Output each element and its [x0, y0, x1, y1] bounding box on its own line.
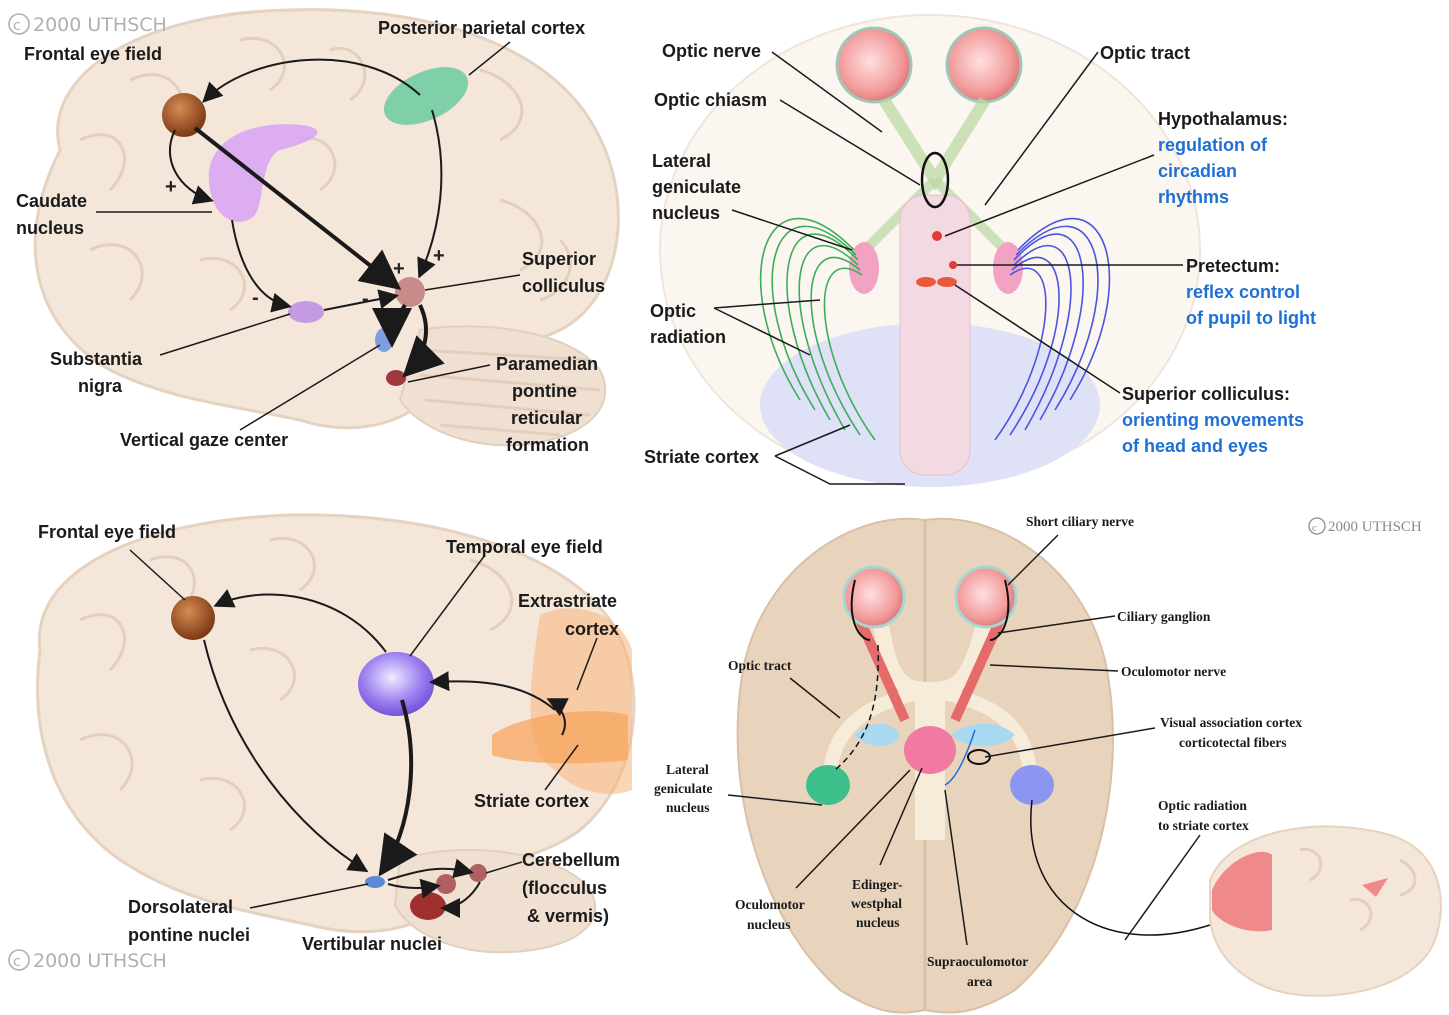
label-edinger-westphal: nucleus	[856, 915, 900, 930]
label-dorsolateral-pontine-nuclei: Dorsolateral	[128, 897, 233, 917]
eye-left	[837, 28, 911, 102]
label-oculomotor-nucleus: nucleus	[747, 917, 791, 932]
svg-text:c: c	[13, 954, 21, 970]
saccade-panel: + + + - - c 2000 UTHSCH Frontal eye fiel…	[9, 10, 618, 455]
label-superior-colliculus: Superior colliculus:	[1122, 384, 1290, 404]
plus-sign: +	[393, 258, 405, 280]
label-pprf: pontine	[512, 381, 577, 401]
label-lgn: nucleus	[652, 203, 720, 223]
label-pretectum: Pretectum:	[1186, 256, 1280, 276]
label-caudate-nucleus: Caudate	[16, 191, 87, 211]
label-oculomotor-nucleus: Oculomotor	[735, 897, 805, 912]
lgn-left	[806, 765, 850, 805]
copyright-mark: c 2000 UTHSCH	[9, 950, 167, 972]
label-short-ciliary-nerve: Short ciliary nerve	[1026, 514, 1134, 529]
label-oculomotor-nerve: Oculomotor nerve	[1121, 664, 1226, 679]
superior-colliculus-node	[395, 277, 425, 307]
copyright-text: 2000 UTHSCH	[33, 950, 167, 972]
minus-sign: -	[362, 288, 369, 310]
frontal-eye-field-node	[171, 596, 215, 640]
eye-right	[947, 28, 1021, 102]
label-cerebellum: (flocculus	[522, 878, 607, 898]
label-extrastriate-cortex: cortex	[565, 619, 619, 639]
label-visual-association-cortex: Visual association cortex	[1160, 715, 1302, 730]
label-striate-cortex: Striate cortex	[644, 447, 759, 467]
label-pretectum-function: reflex control	[1186, 282, 1300, 302]
pupil-reflex-panel: Short ciliary nerve Ciliary ganglion Ocu…	[654, 514, 1441, 1013]
label-supraoculomotor-area: area	[967, 974, 992, 989]
substantia-nigra-node	[288, 301, 324, 323]
label-frontal-eye-field: Frontal eye field	[24, 44, 162, 64]
label-posterior-parietal-cortex: Posterior parietal cortex	[378, 18, 585, 38]
copyright-text: 2000 UTHSCH	[33, 14, 167, 36]
label-corticotectal-fibers: corticotectal fibers	[1179, 735, 1287, 750]
temporal-eye-field-node	[358, 652, 434, 716]
label-superior-colliculus: Superior	[522, 249, 596, 269]
copyright-text: 2000 UTHSCH	[1328, 519, 1422, 535]
cerebellum-node	[436, 874, 456, 894]
svg-text:c: c	[13, 18, 21, 34]
label-optic-tract: Optic tract	[728, 658, 792, 673]
label-hypothalamus-function: rhythms	[1158, 187, 1229, 207]
visual-pathway-panel: Optic nerve Optic chiasm Optic tract Lat…	[644, 15, 1316, 487]
label-lgn: geniculate	[654, 781, 713, 796]
label-pprf: formation	[506, 435, 589, 455]
vestibular-node	[410, 892, 446, 920]
label-hypothalamus: Hypothalamus:	[1158, 109, 1288, 129]
plus-sign: +	[165, 176, 177, 198]
cerebellum-node	[469, 864, 487, 882]
label-superior-colliculus-function: of head and eyes	[1122, 436, 1268, 456]
label-optic-chiasm: Optic chiasm	[654, 90, 767, 110]
lgn-right	[1010, 765, 1054, 805]
label-edinger-westphal: westphal	[851, 896, 902, 911]
hypothalamus-dot	[932, 231, 942, 241]
label-hypothalamus-function: circadian	[1158, 161, 1237, 181]
label-pprf: reticular	[511, 408, 582, 428]
oculomotor-complex	[904, 726, 956, 774]
label-striate-cortex: Striate cortex	[474, 791, 589, 811]
label-edinger-westphal: Edinger-	[852, 877, 903, 892]
label-optic-nerve: Optic nerve	[662, 41, 761, 61]
label-dorsolateral-pontine-nuclei: pontine nuclei	[128, 925, 250, 945]
label-pprf: Paramedian	[496, 354, 598, 374]
plus-sign: +	[433, 245, 445, 267]
label-optic-tract: Optic tract	[1100, 43, 1190, 63]
label-optic-radiation: to striate cortex	[1158, 818, 1249, 833]
label-optic-radiation: radiation	[650, 327, 726, 347]
svg-text:c: c	[1312, 522, 1317, 534]
label-pretectum-function: of pupil to light	[1186, 308, 1316, 328]
copyright-mark: c 2000 UTHSCH	[9, 14, 167, 36]
label-lgn: nucleus	[666, 800, 710, 815]
label-cerebellum: Cerebellum	[522, 850, 620, 870]
label-substantia-nigra: nigra	[78, 376, 123, 396]
label-extrastriate-cortex: Extrastriate	[518, 591, 617, 611]
label-optic-radiation: Optic	[650, 301, 696, 321]
label-temporal-eye-field: Temporal eye field	[446, 537, 603, 557]
dorsolateral-pontine-node	[365, 876, 385, 888]
label-superior-colliculus: colliculus	[522, 276, 605, 296]
label-frontal-eye-field: Frontal eye field	[38, 522, 176, 542]
label-lgn: Lateral	[652, 151, 711, 171]
label-hypothalamus-function: regulation of	[1158, 135, 1268, 155]
label-lgn: Lateral	[666, 762, 709, 777]
label-caudate-nucleus: nucleus	[16, 218, 84, 238]
pretectum-dot	[916, 277, 936, 287]
label-vertical-gaze-center: Vertical gaze center	[120, 430, 288, 450]
label-cerebellum: & vermis)	[527, 906, 609, 926]
label-optic-radiation: Optic radiation	[1158, 798, 1247, 813]
label-lgn: geniculate	[652, 177, 741, 197]
pprf-node	[386, 370, 406, 386]
label-vestibular-nuclei: Vertibular nuclei	[302, 934, 442, 954]
label-supraoculomotor-area: Supraoculomotor	[927, 954, 1028, 969]
label-substantia-nigra: Substantia	[50, 349, 143, 369]
label-superior-colliculus-function: orienting movements	[1122, 410, 1304, 430]
copyright-mark: c 2000 UTHSCH	[1309, 518, 1422, 535]
minus-sign: -	[252, 287, 259, 309]
label-ciliary-ganglion: Ciliary ganglion	[1117, 609, 1211, 624]
pretectum-dot	[937, 277, 957, 287]
pursuit-panel: Frontal eye field Temporal eye field Ext…	[9, 515, 634, 972]
